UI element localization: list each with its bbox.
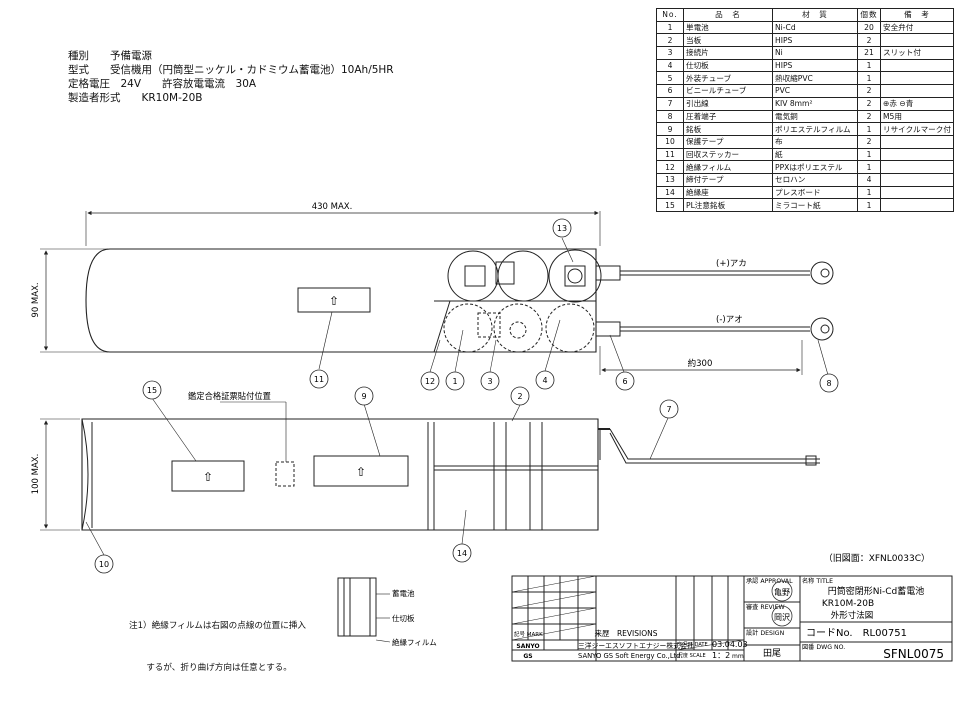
row-remarks: スリット付 <box>880 46 954 60</box>
spec-voltage: 定格電圧 24V 許容放電電流 30A <box>68 78 257 90</box>
lead-length-dimension: 約300 <box>688 358 713 369</box>
row-remarks <box>880 33 954 48</box>
drawing-title-line3: 外形寸法図 <box>831 610 874 621</box>
drawing-title-line2: KR10M-20B <box>822 599 874 609</box>
code-number: コードNo. RL00751 <box>806 628 907 639</box>
drawing-scale: 1：2 <box>712 651 730 660</box>
pack-top-view-outline <box>85 248 597 353</box>
balloon-2: 2 <box>517 392 522 401</box>
balloon-7: 7 <box>666 405 671 414</box>
balloon-12: 12 <box>425 377 435 386</box>
note-line2: するが、折り曲げ方向は任意とする。 <box>129 663 292 673</box>
balloon-15: 15 <box>147 386 157 395</box>
date-label: 年月日 DATE <box>678 641 708 648</box>
spec-model: 型式 受信機用（円筒型ニッケル・カドミウム蓄電池）10Ah/5HR <box>68 64 394 76</box>
drawing-number: SFNL0075 <box>883 647 944 661</box>
company-name-jp: 三洋ジーエスソフトエナジー株式会社 <box>578 641 694 650</box>
row-qty: 1 <box>857 198 881 212</box>
row-no: 15 <box>656 198 684 212</box>
company-name-en: SANYO GS Soft Energy Co.,Ltd. <box>578 652 683 660</box>
scale-unit: mm <box>732 653 744 660</box>
approval-label: 承認 APPROVAL <box>746 577 793 585</box>
balloon-1: 1 <box>452 377 457 386</box>
pack-side-view-outline <box>81 418 599 531</box>
mark-label: 記号 MARK <box>514 630 543 638</box>
balloon-9: 9 <box>361 392 366 401</box>
balloon-14: 13 <box>557 224 567 233</box>
up-arrow-icon: ⇧ <box>356 465 366 479</box>
design-label: 設計 DESIGN <box>746 629 785 637</box>
gs-logo: GS <box>523 653 532 660</box>
up-arrow-icon: ⇧ <box>203 470 213 484</box>
row-name: 単電池 <box>683 20 773 35</box>
height-dimension-top: 90 MAX. <box>31 282 41 317</box>
balloon-13: 14 <box>457 549 467 558</box>
row-qty: 2 <box>857 33 881 48</box>
note-text: 注1）絶縁フィルムは右図の点線の位置に挿入 するが、折り曲げ方向は任意とする。 <box>129 591 306 703</box>
certificate-label-position: 鑑定合格証票貼付位置 <box>188 391 271 401</box>
sanyo-logo: SANYO <box>516 643 539 650</box>
row-remarks: 安全弁付 <box>880 20 954 35</box>
spec-maker-model: 製造者形式 KR10M-20B <box>68 92 203 104</box>
drawing-date: 03.04.03 <box>712 640 748 649</box>
designer-name: 田尾 <box>763 648 781 659</box>
length-dimension: 430 MAX. <box>312 202 353 212</box>
balloon-4: 4 <box>542 376 547 385</box>
balloon-6: 6 <box>622 377 627 386</box>
review-stamp: 岡沢 <box>774 613 790 622</box>
row-qty: 20 <box>857 20 881 35</box>
balloon-11: 11 <box>314 375 324 384</box>
up-arrow-icon: ⇧ <box>329 294 339 308</box>
scale-label: 尺度 SCALE <box>678 652 706 659</box>
height-dimension-bottom: 100 MAX. <box>31 454 41 495</box>
inset-label-insulation-film: 絶縁フィルム <box>392 637 437 647</box>
old-drawing-reference: （旧図面：XFNL0033C） <box>824 553 930 564</box>
outline-drawing: 430 MAX. 90 MAX. 100 MAX. 約300 (+)アカ (-)… <box>31 202 953 662</box>
revisions-label: 来歴 REVISIONS <box>594 629 657 638</box>
approval-stamp: 亀野 <box>774 587 790 597</box>
dwg-no-label: 図番 DWG NO. <box>802 644 845 651</box>
lead-positive-label: (+)アカ <box>716 259 747 269</box>
balloon-10: 10 <box>99 560 109 569</box>
row-qty: 2 <box>857 96 881 111</box>
row-material: Ni-Cd <box>772 20 858 35</box>
drawing-sheet: 種別 予備電源 型式 受信機用（円筒型ニッケル・カドミウム蓄電池）10Ah/5H… <box>31 8 954 673</box>
row-qty: 21 <box>857 46 881 60</box>
parts-table-header: No. 品 名 材 質 個数 備 考 <box>656 8 954 22</box>
balloon-3: 3 <box>487 377 492 386</box>
note-line1: 注1）絶縁フィルムは右図の点線の位置に挿入 <box>129 621 306 631</box>
drawing-title-line1: 円筒密閉形Ni-Cd蓄電池 <box>828 585 924 597</box>
balloon-8: 8 <box>826 379 831 388</box>
row-remarks <box>880 198 954 212</box>
lead-negative-label: (-)アオ <box>716 315 743 325</box>
inset-label-separator: 仕切板 <box>392 613 415 623</box>
row-name: PL注意銘板 <box>683 198 773 212</box>
spec-type: 種別 予備電源 <box>68 50 152 62</box>
review-label: 審査 REVIEW <box>746 603 785 611</box>
inset-label-battery: 蓄電池 <box>392 588 415 598</box>
row-qty: 1 <box>857 160 881 174</box>
title-label: 名称 TITLE <box>802 577 833 585</box>
